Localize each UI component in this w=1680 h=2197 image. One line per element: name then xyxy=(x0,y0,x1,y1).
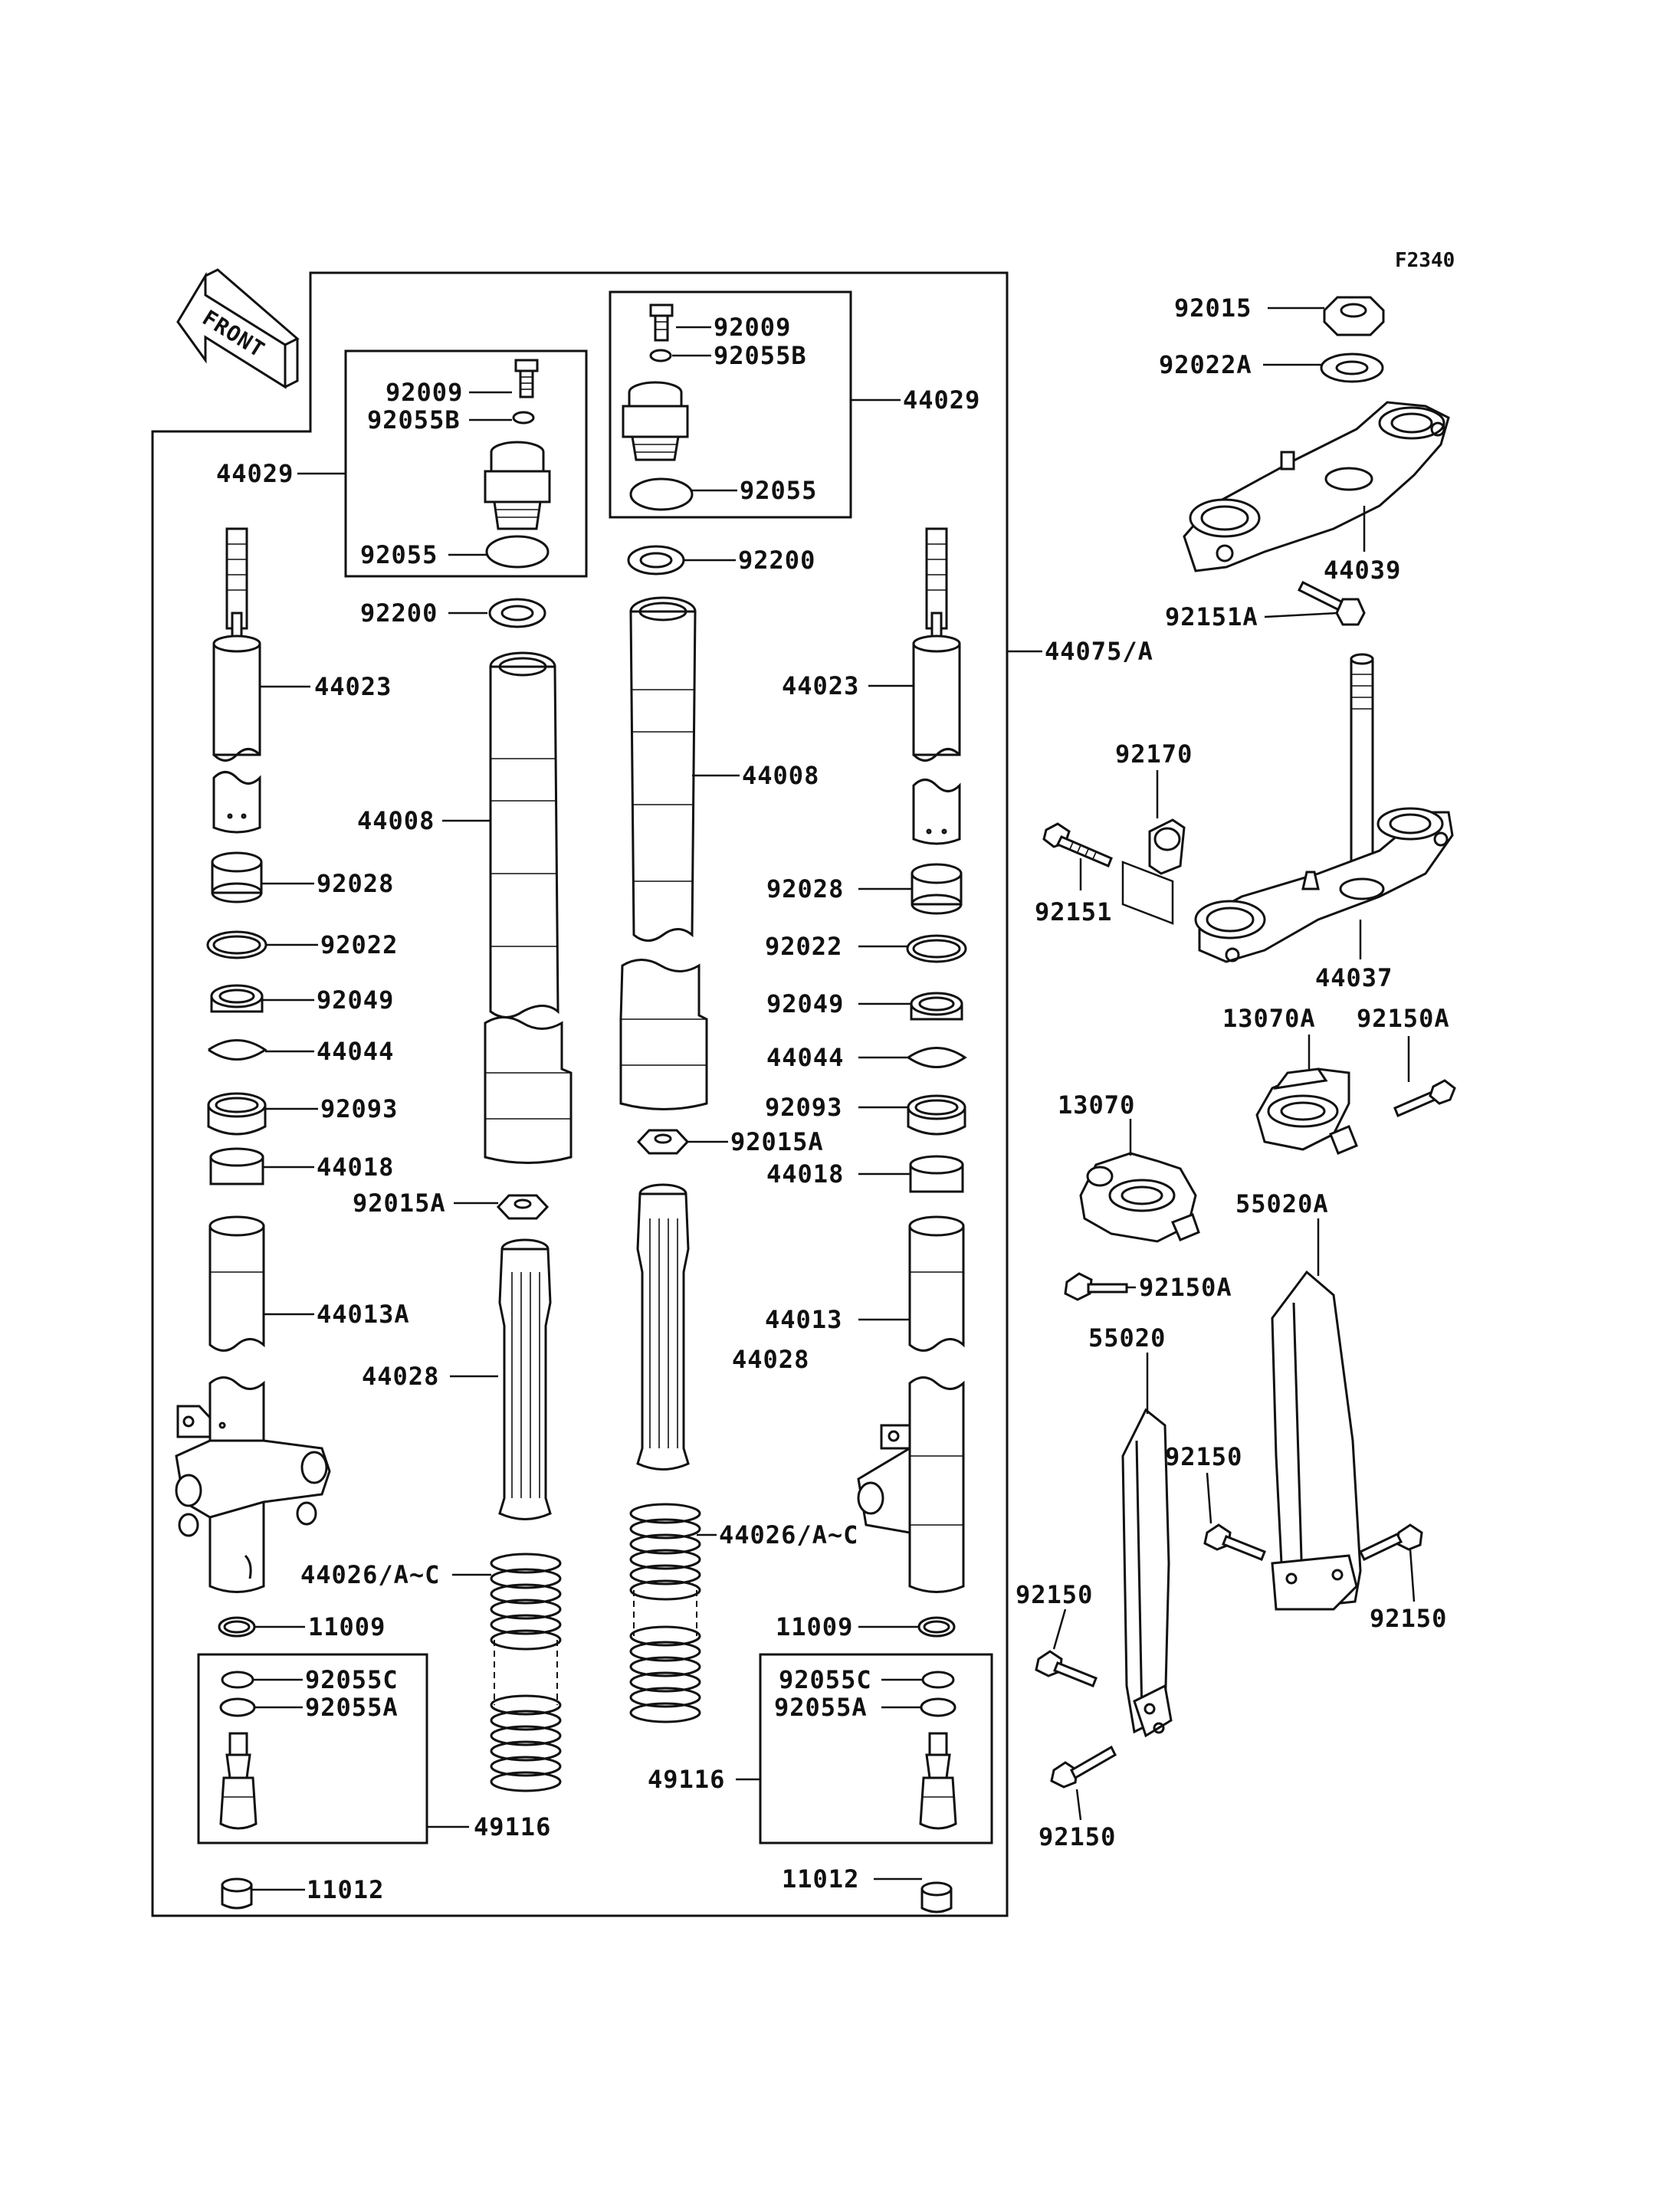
label-92015a-left: 92015A xyxy=(353,1189,446,1218)
label-92170: 92170 xyxy=(1115,739,1193,769)
label-44044-right: 44044 xyxy=(766,1043,844,1072)
label-44008-right: 44008 xyxy=(742,761,819,790)
label-92093-right: 92093 xyxy=(765,1093,842,1122)
label-92055c-left: 92055C xyxy=(305,1665,399,1694)
label-92055b-right: 92055B xyxy=(714,341,807,370)
label-92200-left: 92200 xyxy=(360,598,438,628)
label-92022a: 92022A xyxy=(1159,350,1252,379)
label-44028-left: 44028 xyxy=(362,1362,439,1391)
label-49116-left: 49116 xyxy=(474,1812,551,1841)
label-92009-right: 92009 xyxy=(714,313,791,342)
label-92055c-right: 92055C xyxy=(779,1665,872,1694)
label-92049-left: 92049 xyxy=(317,985,394,1015)
label-92150-a: 92150 xyxy=(1165,1442,1242,1471)
left-valve-box xyxy=(197,1653,428,1844)
label-92093-left: 92093 xyxy=(320,1094,398,1123)
label-92200-right: 92200 xyxy=(738,546,815,575)
label-92055-right: 92055 xyxy=(740,476,817,505)
label-92015: 92015 xyxy=(1174,293,1252,323)
right-cap-box xyxy=(609,290,852,519)
label-92022-right: 92022 xyxy=(765,932,842,961)
label-92151a: 92151A xyxy=(1165,602,1258,631)
label-11009-left: 11009 xyxy=(308,1612,386,1641)
label-13070a: 13070A xyxy=(1222,1004,1316,1033)
fork-assembly-frame xyxy=(151,271,1009,1917)
label-44075: 44075/A xyxy=(1045,637,1153,666)
label-44023-left: 44023 xyxy=(314,672,392,701)
label-44018-left: 44018 xyxy=(317,1153,394,1182)
label-92150-c: 92150 xyxy=(1016,1580,1093,1609)
label-92055b-left: 92055B xyxy=(367,405,461,434)
left-cap-box xyxy=(344,349,588,578)
label-11012-right: 11012 xyxy=(782,1864,859,1894)
label-44026-right: 44026/A~C xyxy=(719,1520,858,1549)
label-44029-right: 44029 xyxy=(903,385,980,415)
label-92009-left: 92009 xyxy=(386,378,463,407)
label-92049-right: 92049 xyxy=(766,989,844,1018)
label-44044-left: 44044 xyxy=(317,1037,394,1066)
label-11012-left: 11012 xyxy=(307,1875,384,1904)
label-44029-left: 44029 xyxy=(216,459,294,488)
label-92055a-left: 92055A xyxy=(305,1693,399,1722)
label-44037: 44037 xyxy=(1315,963,1393,992)
label-44018-right: 44018 xyxy=(766,1159,844,1189)
label-44013: 44013 xyxy=(765,1305,842,1334)
label-49116-right: 49116 xyxy=(648,1765,725,1794)
label-92022-left: 92022 xyxy=(320,930,398,959)
label-44013a: 44013A xyxy=(317,1300,410,1329)
label-92151: 92151 xyxy=(1035,897,1112,926)
label-44023-right: 44023 xyxy=(782,671,859,700)
label-92150-d: 92150 xyxy=(1039,1822,1116,1851)
label-11009-right: 11009 xyxy=(776,1612,853,1641)
right-valve-box xyxy=(759,1653,993,1844)
label-92150a-bottom: 92150A xyxy=(1139,1273,1232,1302)
label-92015a-right: 92015A xyxy=(730,1127,824,1156)
right-fork-parts xyxy=(619,303,967,1913)
part-labels: 92009 92055B 44029 92055 92200 44023 440… xyxy=(216,293,1450,1904)
label-92055a-right: 92055A xyxy=(774,1693,868,1722)
label-92028-left: 92028 xyxy=(317,869,394,898)
steering-and-guard-parts xyxy=(1035,296,1456,1789)
label-44026-left: 44026/A~C xyxy=(300,1560,440,1589)
label-13070: 13070 xyxy=(1058,1090,1135,1120)
label-92055-left: 92055 xyxy=(360,540,438,569)
label-92150a-top: 92150A xyxy=(1357,1004,1450,1033)
label-44028-right: 44028 xyxy=(732,1345,809,1374)
front-arrow-icon: FRONT xyxy=(176,268,300,389)
label-55020: 55020 xyxy=(1088,1323,1166,1353)
label-44039: 44039 xyxy=(1324,556,1401,585)
label-92150-b: 92150 xyxy=(1370,1604,1447,1633)
label-92028-right: 92028 xyxy=(766,874,844,903)
diagram-code: F2340 xyxy=(1395,249,1455,272)
label-55020a: 55020A xyxy=(1235,1189,1329,1218)
label-44008-left: 44008 xyxy=(357,806,435,835)
leader-lines xyxy=(251,307,1416,1891)
